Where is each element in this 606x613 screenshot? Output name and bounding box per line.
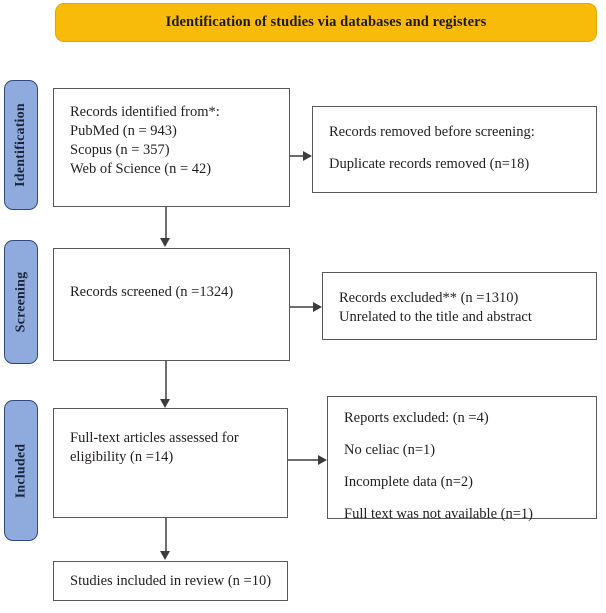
diagram-title-text: Identification of studies via databases … <box>165 14 487 30</box>
box-records-identified-line-2: PubMed (n = 943) <box>70 122 177 139</box>
box-records-excluded-line-2: Unrelated to the title and abstract <box>339 308 532 325</box>
arrowhead-screened-to-fulltext <box>160 399 170 408</box>
box-reports-excluded-line-1: Reports excluded: (n =4) <box>344 410 489 426</box>
box-records-identified-line-3: Scopus (n = 357) <box>70 141 170 158</box>
stage-tab-screening-label: Screening <box>13 271 28 333</box>
arrowhead-identified-to-removed <box>303 151 312 161</box>
box-records-screened: Records screened (n =1324) <box>53 248 290 361</box>
box-fulltext-assessed-line-2: eligibility (n =14) <box>70 448 174 465</box>
box-studies-included-line-1: Studies included in review (n =10) <box>70 573 272 589</box>
box-records-removed: Records removed before screening: Duplic… <box>312 106 597 193</box>
box-reports-excluded-line-3: Incomplete data (n=2) <box>344 473 473 490</box>
box-records-identified-line-4: Web of Science (n = 42) <box>70 160 212 177</box>
box-fulltext-assessed-line-1: Full-text articles assessed for <box>70 430 239 446</box>
box-records-removed-line-1: Records removed before screening: <box>329 124 535 140</box>
box-studies-included: Studies included in review (n =10) <box>53 561 288 601</box>
stage-tab-included: Included <box>4 400 38 541</box>
box-records-excluded: Records excluded** (n =1310) Unrelated t… <box>322 272 597 340</box>
box-records-identified: Records identified from*: PubMed (n = 94… <box>53 88 290 207</box>
connector-fulltext-to-studies-included <box>165 518 167 554</box>
arrowhead-fulltext-to-studies-included <box>160 551 170 560</box>
box-records-excluded-line-1: Records excluded** (n =1310) <box>339 290 519 306</box>
stage-tab-identification: Identification <box>4 80 38 210</box>
box-records-screened-line-1: Records screened (n =1324) <box>70 284 234 300</box>
stage-tab-screening: Screening <box>4 240 38 364</box>
connector-fulltext-to-reports-excluded <box>288 459 320 461</box>
connector-screened-to-fulltext <box>165 361 167 401</box>
arrowhead-identified-to-screened <box>160 238 170 247</box>
connector-screened-to-excluded <box>290 306 317 308</box>
connector-identified-to-removed <box>290 155 307 157</box>
box-records-identified-line-1: Records identified from*: <box>70 104 220 120</box>
diagram-title-banner: Identification of studies via databases … <box>55 3 597 42</box>
connector-identified-to-screened <box>165 207 167 240</box>
box-records-removed-line-2: Duplicate records removed (n=18) <box>329 155 530 172</box>
stage-tab-included-label: Included <box>13 443 29 498</box>
box-fulltext-assessed: Full-text articles assessed for eligibil… <box>53 408 288 518</box>
arrowhead-screened-to-excluded <box>313 302 322 312</box>
arrowhead-fulltext-to-reports-excluded <box>318 455 327 465</box>
box-reports-excluded-line-2: No celiac (n=1) <box>344 441 436 458</box>
stage-tab-identification-label: Identification <box>13 103 29 187</box>
box-reports-excluded: Reports excluded: (n =4) No celiac (n=1)… <box>327 396 597 522</box>
box-reports-excluded-line-4: Full text was not available (n=1) <box>344 505 533 522</box>
